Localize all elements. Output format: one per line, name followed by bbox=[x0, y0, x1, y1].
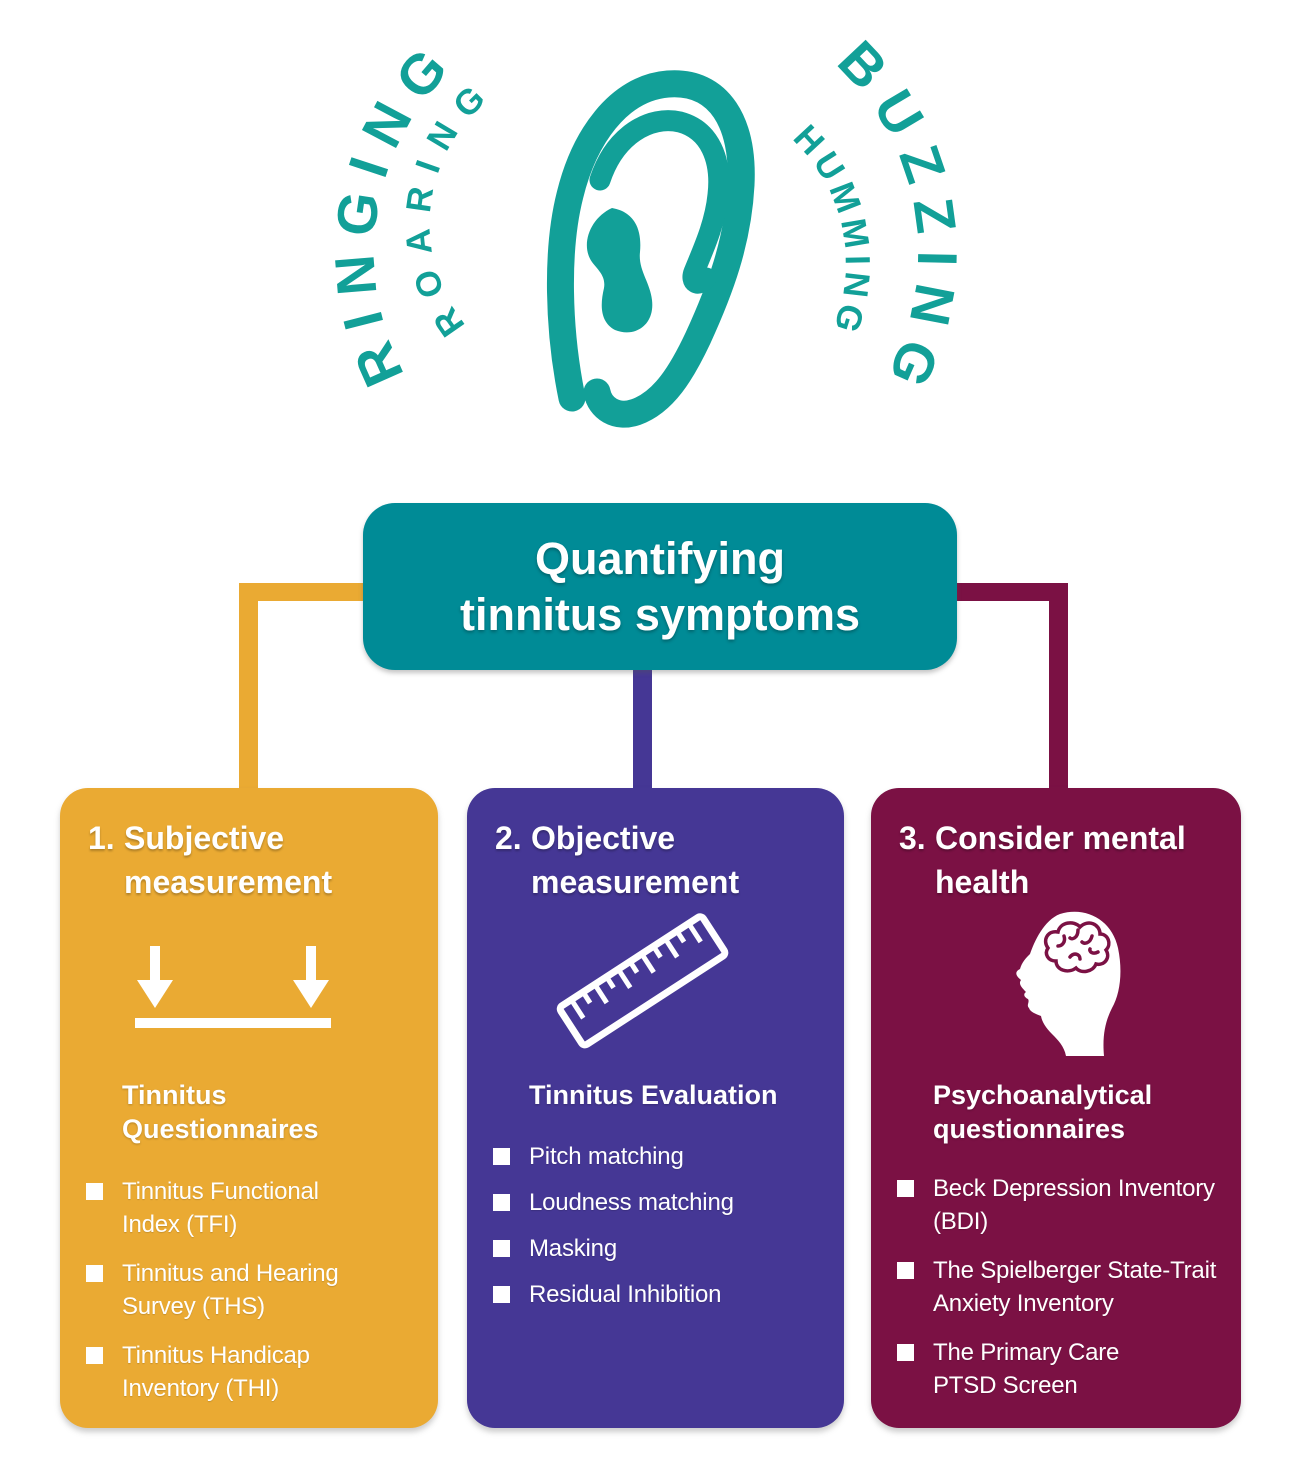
list-item: Residual Inhibition bbox=[493, 1278, 836, 1311]
title-box: Quantifying tinnitus symptoms bbox=[363, 503, 957, 670]
list-item-text: Tinnitus Functional Index (TFI) bbox=[122, 1178, 319, 1238]
square-bullet-icon bbox=[493, 1194, 510, 1211]
word-humming: HUMMING bbox=[786, 118, 877, 337]
card-heading-text: Consider mental health bbox=[935, 820, 1186, 900]
list-item: The Spielberger State-Trait Anxiety Inve… bbox=[897, 1254, 1233, 1320]
list-item-text: Masking bbox=[529, 1235, 617, 1262]
page-title: Quantifying tinnitus symptoms bbox=[459, 532, 861, 640]
list-item: The Primary Care PTSD Screen bbox=[897, 1336, 1233, 1402]
list-item-text: Tinnitus and Hearing Survey (THS) bbox=[122, 1260, 339, 1320]
card-objective-measurement: 2. Objective measurement bbox=[467, 788, 844, 1428]
connector-orange-horizontal bbox=[239, 583, 365, 601]
list-item: Tinnitus Functional Index (TFI) bbox=[86, 1175, 430, 1241]
word-buzzing: BUZZING bbox=[826, 28, 969, 396]
card-item-list: Beck Depression Inventory (BDI) The Spie… bbox=[897, 1172, 1233, 1418]
down-arrows-to-line-icon bbox=[135, 946, 331, 1028]
list-item-text: Pitch matching bbox=[529, 1143, 684, 1170]
square-bullet-icon bbox=[493, 1286, 510, 1303]
list-item-text: The Spielberger State-Trait Anxiety Inve… bbox=[933, 1257, 1217, 1317]
card-item-list: Tinnitus Functional Index (TFI) Tinnitus… bbox=[86, 1175, 430, 1421]
ear-icon bbox=[546, 70, 755, 428]
ear-graphic: RINGING ROARING BUZZING HUMMING bbox=[322, 28, 969, 428]
list-item-text: The Primary Care PTSD Screen bbox=[933, 1339, 1120, 1399]
card-heading: 2. Objective measurement bbox=[495, 816, 832, 904]
card-item-list: Pitch matching Loudness matching Masking… bbox=[493, 1140, 836, 1324]
card-number: 2. bbox=[495, 820, 522, 856]
list-item: Tinnitus Handicap Inventory (THI) bbox=[86, 1339, 430, 1405]
card-consider-mental-health: 3. Consider mental health Psychoanalytic… bbox=[871, 788, 1241, 1428]
square-bullet-icon bbox=[86, 1183, 103, 1200]
card-heading-text: Objective measurement bbox=[531, 820, 740, 900]
square-bullet-icon bbox=[86, 1347, 103, 1364]
list-item: Beck Depression Inventory (BDI) bbox=[897, 1172, 1233, 1238]
square-bullet-icon bbox=[897, 1262, 914, 1279]
list-item: Tinnitus and Hearing Survey (THS) bbox=[86, 1257, 430, 1323]
connector-purple-vertical bbox=[633, 662, 652, 790]
word-ringing: RINGING bbox=[322, 37, 459, 396]
list-item-text: Loudness matching bbox=[529, 1189, 734, 1216]
card-subjective-measurement: 1. Subjective measurement Tinnitus Quest… bbox=[60, 788, 438, 1428]
ruler-icon bbox=[556, 913, 729, 1049]
head-brain-icon bbox=[1016, 911, 1121, 1056]
card-heading: 1. Subjective measurement bbox=[88, 816, 426, 904]
square-bullet-icon bbox=[493, 1240, 510, 1257]
square-bullet-icon bbox=[493, 1148, 510, 1165]
list-item: Pitch matching bbox=[493, 1140, 836, 1173]
card-heading-text: Subjective measurement bbox=[124, 820, 333, 900]
square-bullet-icon bbox=[86, 1265, 103, 1282]
card-number: 3. bbox=[899, 820, 926, 856]
connector-maroon-vertical bbox=[1049, 583, 1068, 790]
card-subheading: Tinnitus Questionnaires bbox=[122, 1080, 319, 1144]
list-item-text: Beck Depression Inventory (BDI) bbox=[933, 1175, 1215, 1235]
card-heading: 3. Consider mental health bbox=[899, 816, 1229, 904]
connector-maroon-horizontal bbox=[950, 583, 1068, 601]
list-item: Masking bbox=[493, 1232, 836, 1265]
list-item-text: Residual Inhibition bbox=[529, 1281, 722, 1308]
list-item-text: Tinnitus Handicap Inventory (THI) bbox=[122, 1342, 310, 1402]
square-bullet-icon bbox=[897, 1344, 914, 1361]
connector-orange-vertical bbox=[239, 583, 258, 790]
square-bullet-icon bbox=[897, 1180, 914, 1197]
card-subheading: Psychoanalytical questionnaires bbox=[933, 1080, 1153, 1144]
list-item: Loudness matching bbox=[493, 1186, 836, 1219]
card-subheading: Tinnitus Evaluation bbox=[529, 1080, 778, 1110]
card-number: 1. bbox=[88, 820, 115, 856]
